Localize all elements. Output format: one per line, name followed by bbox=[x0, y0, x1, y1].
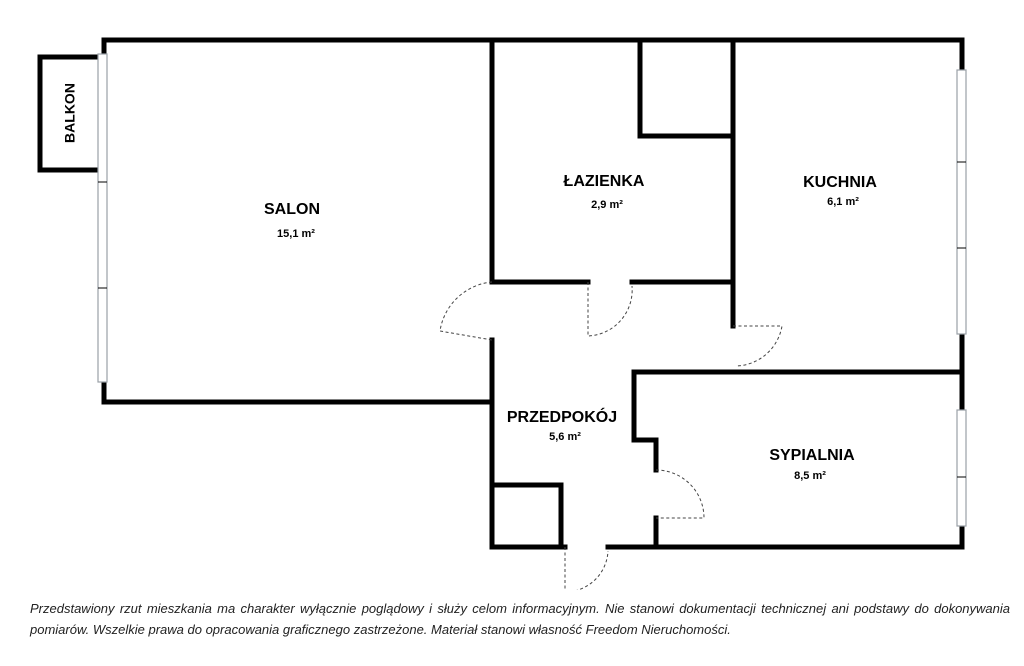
floor-plan: BALKON SALON 15,1 m² ŁAZIENKA 2,9 m² KUC… bbox=[37, 37, 967, 590]
salon-area: 15,1 m² bbox=[277, 228, 315, 240]
kuchnia-label: KUCHNIA bbox=[803, 174, 877, 191]
balkon-label: BALKON bbox=[62, 83, 78, 143]
wall-closet bbox=[489, 482, 564, 550]
window-bedroom bbox=[956, 409, 967, 527]
kuchnia-area: 6,1 m² bbox=[827, 196, 859, 208]
przedpokoj-label: PRZEDPOKÓJ bbox=[507, 407, 617, 426]
doors bbox=[439, 281, 783, 590]
door-salon bbox=[439, 281, 493, 341]
wall-bedroom-west bbox=[631, 369, 659, 473]
sypialnia-area: 8,5 m² bbox=[794, 470, 826, 482]
przedpokoj-area: 5,6 m² bbox=[549, 431, 581, 443]
disclaimer-text: Przedstawiony rzut mieszkania ma charakt… bbox=[30, 601, 1010, 637]
lazienka-label: ŁAZIENKA bbox=[564, 173, 645, 190]
windows bbox=[97, 53, 967, 527]
wall-shaft bbox=[637, 37, 736, 139]
wall-balcony bbox=[37, 54, 107, 173]
salon-label: SALON bbox=[264, 201, 320, 218]
sypialnia-label: SYPIALNIA bbox=[769, 447, 855, 464]
door-entrance bbox=[564, 547, 609, 590]
door-kitchen bbox=[733, 325, 783, 367]
window-salon bbox=[97, 53, 108, 383]
door-bathroom bbox=[587, 282, 633, 337]
walls bbox=[37, 37, 965, 550]
door-bedroom bbox=[655, 469, 705, 519]
lazienka-area: 2,9 m² bbox=[591, 199, 623, 211]
window-kitchen bbox=[956, 69, 967, 335]
